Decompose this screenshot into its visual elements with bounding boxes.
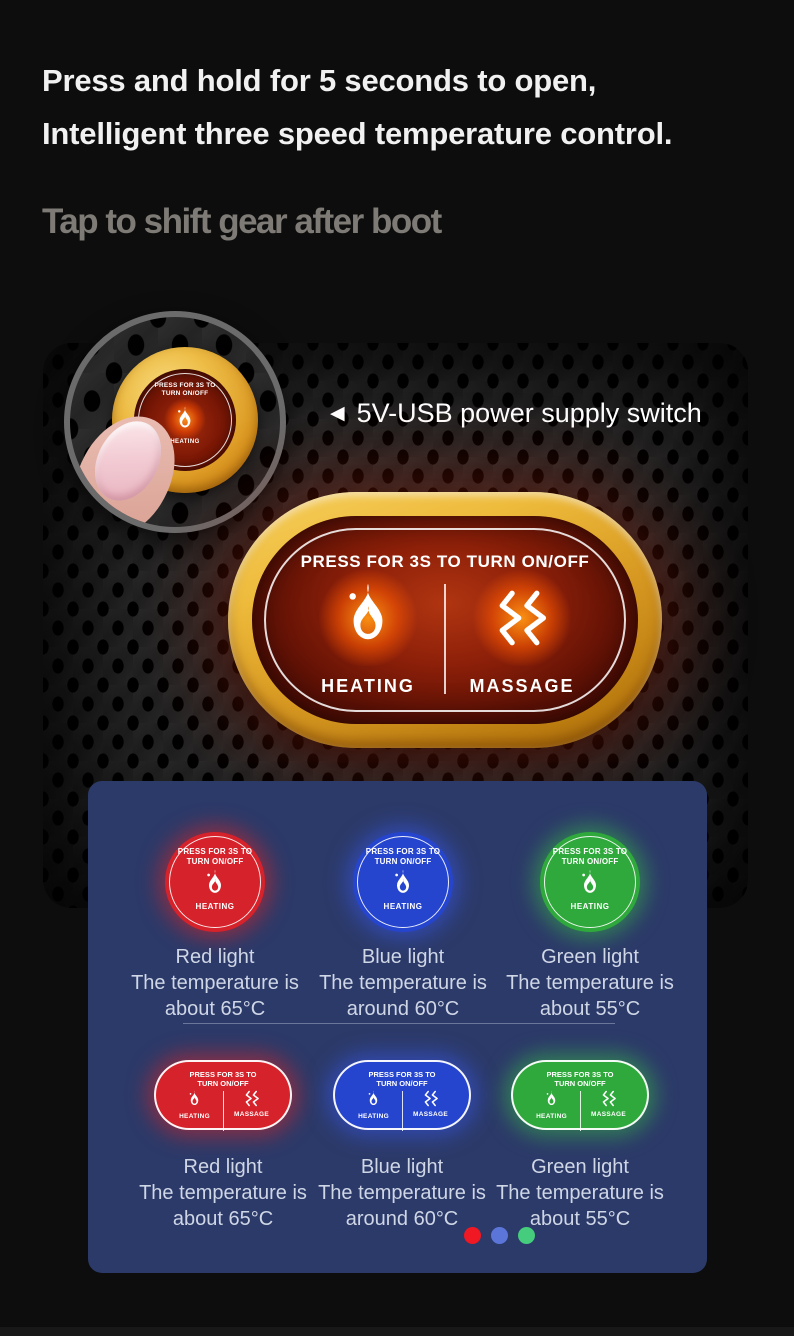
flame-icon xyxy=(366,1090,381,1109)
page-subtitle: Tap to shift gear after boot xyxy=(42,202,442,241)
flame-glow xyxy=(316,570,420,666)
massage-label: MASSAGE xyxy=(591,1111,626,1118)
oval-button-red[interactable]: PRESS FOR 3S TO TURN ON/OFF HEATING MASS… xyxy=(154,1060,292,1131)
round-button-blue[interactable]: PRESS FOR 3S TO TURN ON/OFF HEATING xyxy=(353,832,453,932)
dot-red[interactable] xyxy=(464,1227,481,1244)
massage-label: MASSAGE xyxy=(413,1111,448,1118)
callout: ◀ 5V-USB power supply switch xyxy=(330,398,702,429)
caption-green-light: Green light The temperature is about 55°… xyxy=(506,946,674,1020)
heating-label: HEATING xyxy=(358,1113,389,1120)
title-line-2: Intelligent three speed temperature cont… xyxy=(42,116,673,151)
press-instruction: PRESS FOR 3S TO TURN ON/OFF xyxy=(189,1070,257,1088)
color-indicator-dots xyxy=(464,1227,535,1244)
callout-label: 5V-USB power supply switch xyxy=(356,398,702,428)
divider xyxy=(579,1091,581,1131)
gear-panel: PRESS FOR 3S TO TURN ON/OFF HEATING PRES… xyxy=(88,781,707,1273)
massage-zone[interactable]: MASSAGE xyxy=(446,570,598,702)
flame-icon xyxy=(187,1090,202,1109)
press-instruction: PRESS FOR 3S TO TURN ON/OFF xyxy=(546,1070,614,1088)
caption-blue-light: Blue light The temperature is around 60°… xyxy=(319,946,487,1020)
divider xyxy=(444,584,446,694)
vibration-glow xyxy=(470,570,574,666)
flame-icon xyxy=(544,1090,559,1109)
massage-label: MASSAGE xyxy=(234,1111,269,1118)
massage-label: MASSAGE xyxy=(469,676,575,696)
magnifier-circle: PRESS FOR 3S TO TURN ON/OFF HEATING xyxy=(64,311,286,533)
caption-red-light: Red light The temperature is about 65°C xyxy=(139,1156,307,1230)
vibration-icon xyxy=(245,1090,259,1107)
flame-icon xyxy=(339,582,397,654)
left-arrow-icon: ◀ xyxy=(330,403,345,424)
heating-zone[interactable]: HEATING xyxy=(292,570,444,702)
oval-button-green[interactable]: PRESS FOR 3S TO TURN ON/OFF HEATING MASS… xyxy=(511,1060,649,1131)
round-button-green[interactable]: PRESS FOR 3S TO TURN ON/OFF HEATING xyxy=(540,832,640,932)
caption-green-light: Green light The temperature is about 55°… xyxy=(496,1156,664,1230)
heating-label: HEATING xyxy=(536,1113,567,1120)
vibration-icon xyxy=(424,1090,438,1107)
dot-green[interactable] xyxy=(518,1227,535,1244)
control-panel-face: PRESS FOR 3S TO TURN ON/OFF HEATING MASS… xyxy=(252,516,638,724)
press-instruction: PRESS FOR 3S TO TURN ON/OFF xyxy=(368,1070,436,1088)
control-panel-ring xyxy=(264,528,626,712)
caption-red-light: Red light The temperature is about 65°C xyxy=(131,946,299,1020)
control-panel[interactable]: PRESS FOR 3S TO TURN ON/OFF HEATING MASS… xyxy=(228,492,662,748)
divider xyxy=(222,1091,224,1131)
title-line-1: Press and hold for 5 seconds to open, xyxy=(42,63,597,98)
divider xyxy=(401,1091,403,1131)
page-title: Press and hold for 5 seconds to open, In… xyxy=(42,54,772,160)
divider xyxy=(183,1023,615,1024)
heating-label: HEATING xyxy=(179,1113,210,1120)
vibration-icon xyxy=(602,1090,616,1107)
control-panel-instruction: PRESS FOR 3S TO TURN ON/OFF xyxy=(300,552,590,571)
vibration-icon xyxy=(497,590,547,646)
caption-blue-light: Blue light The temperature is around 60°… xyxy=(318,1156,486,1230)
footer-strip xyxy=(0,1327,794,1336)
heating-label: HEATING xyxy=(321,676,415,696)
round-button-red[interactable]: PRESS FOR 3S TO TURN ON/OFF HEATING xyxy=(165,832,265,932)
dot-blue[interactable] xyxy=(491,1227,508,1244)
oval-button-blue[interactable]: PRESS FOR 3S TO TURN ON/OFF HEATING MASS… xyxy=(333,1060,471,1131)
